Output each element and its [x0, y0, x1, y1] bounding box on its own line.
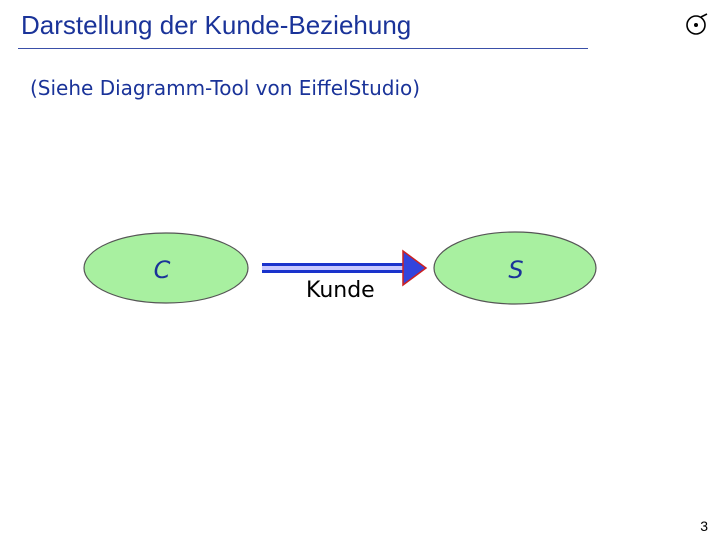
- subtitle: (Siehe Diagramm-Tool von EiffelStudio): [30, 76, 421, 100]
- edge-client-to-supplier[interactable]: Kunde: [262, 249, 428, 303]
- edge-label: Kunde: [306, 278, 375, 303]
- slide-title: Darstellung der Kunde-Beziehung: [21, 10, 412, 40]
- logo-icon: [686, 13, 708, 35]
- node-client-label: C: [154, 256, 171, 284]
- node-client[interactable]: C: [83, 232, 249, 304]
- node-client-ellipse: [83, 232, 249, 304]
- node-supplier-ellipse: [433, 231, 597, 305]
- page-number: 3: [700, 518, 708, 534]
- edge-arrowhead: [402, 249, 428, 287]
- node-supplier[interactable]: S: [433, 231, 597, 305]
- title-underline: [18, 48, 588, 49]
- node-supplier-label: S: [508, 256, 523, 284]
